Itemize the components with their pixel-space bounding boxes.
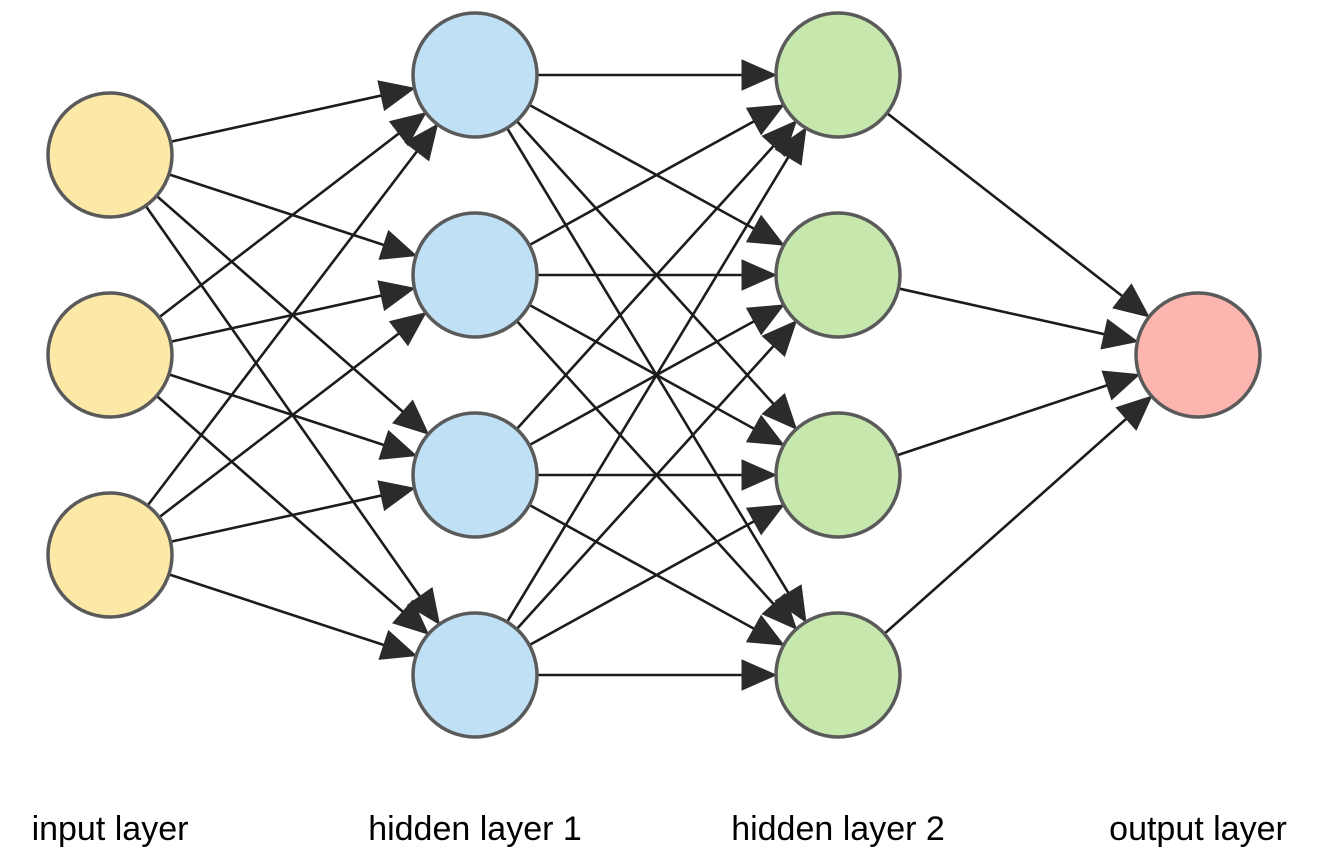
edge-arrowhead xyxy=(378,229,418,260)
connection-edge xyxy=(515,320,798,630)
edge-arrowhead xyxy=(741,459,778,491)
layer-label-output-layer: output layer xyxy=(1109,810,1287,848)
neuron-node-out-1[interactable] xyxy=(1134,291,1262,419)
connection-edge xyxy=(528,503,785,647)
arrowheads-group xyxy=(377,59,1153,691)
edge-arrowhead xyxy=(406,586,441,626)
neuron-node-in-3[interactable] xyxy=(46,491,174,619)
edge-arrowhead xyxy=(1101,370,1141,401)
connection-edge xyxy=(158,311,427,519)
edge-arrowhead xyxy=(1100,318,1139,350)
edge-arrowhead xyxy=(404,123,439,162)
edge-arrowhead xyxy=(392,599,430,635)
edge-arrowhead xyxy=(774,126,807,166)
connection-edge xyxy=(168,573,417,657)
edge-arrowhead xyxy=(1112,283,1151,318)
connection-edge xyxy=(505,127,808,623)
connection-edge xyxy=(158,111,427,319)
neuron-node-h1-1[interactable] xyxy=(411,11,539,139)
connection-edge xyxy=(170,87,415,143)
edge-arrowhead xyxy=(745,214,785,246)
layer-labels-group: input layer hidden layer 1 hidden layer 2 o… xyxy=(32,810,1287,848)
neuron-node-in-2[interactable] xyxy=(46,291,174,419)
edge-arrowhead xyxy=(745,614,785,646)
neuron-node-h2-2[interactable] xyxy=(774,211,902,339)
edge-arrowhead xyxy=(745,104,785,136)
connection-edge xyxy=(170,487,415,543)
connection-edge xyxy=(528,103,785,247)
edge-arrowhead xyxy=(741,59,778,91)
edge-arrowhead xyxy=(388,111,427,147)
layer-label-hidden-layer-1: hidden layer 1 xyxy=(368,810,582,848)
layer-label-input-layer: input layer xyxy=(32,810,189,848)
connection-edge xyxy=(515,120,798,430)
edge-arrowhead xyxy=(392,399,430,435)
neuron-node-h1-3[interactable] xyxy=(411,411,539,539)
edge-arrowhead xyxy=(377,480,416,512)
connection-edge xyxy=(886,112,1150,318)
layer-label-hidden-layer-2: hidden layer 2 xyxy=(731,810,945,848)
connection-edge xyxy=(146,123,439,507)
neuron-node-h1-4[interactable] xyxy=(411,611,539,739)
connection-edge xyxy=(898,287,1138,343)
connection-edge xyxy=(883,395,1153,635)
edges-group xyxy=(144,73,1153,677)
edge-arrowhead xyxy=(761,319,798,358)
edge-arrowhead xyxy=(378,629,418,660)
neuron-node-h2-4[interactable] xyxy=(774,611,902,739)
edge-arrowhead xyxy=(378,429,418,460)
neuron-node-h1-2[interactable] xyxy=(411,211,539,339)
edge-arrowhead xyxy=(761,592,798,631)
connection-edge xyxy=(896,373,1140,457)
edge-arrowhead xyxy=(741,259,778,291)
edge-arrowhead xyxy=(745,304,785,336)
edge-arrowhead xyxy=(761,392,798,431)
neuron-node-h2-1[interactable] xyxy=(774,11,902,139)
edge-arrowhead xyxy=(741,659,778,691)
neuron-node-in-1[interactable] xyxy=(46,91,174,219)
edge-arrowhead xyxy=(745,504,785,536)
edge-arrowhead xyxy=(1115,395,1153,431)
edge-arrowhead xyxy=(377,280,416,312)
edge-arrowhead xyxy=(745,414,785,446)
edge-arrowhead xyxy=(388,311,427,347)
neuron-node-h2-3[interactable] xyxy=(774,411,902,539)
nodes-group xyxy=(46,11,1262,739)
edge-arrowhead xyxy=(377,80,416,112)
